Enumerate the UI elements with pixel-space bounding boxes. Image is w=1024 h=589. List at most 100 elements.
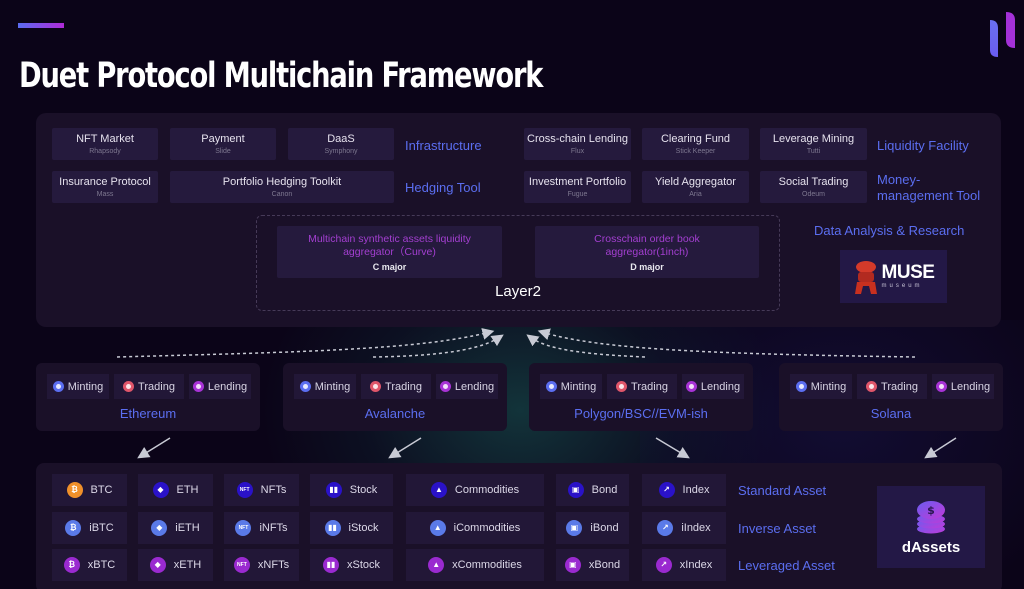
feature-pill-trading: Trading: [857, 374, 927, 399]
feature-label: Minting: [314, 380, 351, 393]
commodities-icon: ▲: [430, 482, 447, 498]
card-title: Insurance Protocol: [59, 176, 151, 188]
index-icon: ↗: [657, 520, 674, 536]
nft-icon: NFT: [233, 557, 250, 573]
card-title: Cross-chain Lending: [527, 133, 628, 145]
ethereum-icon: ◆: [149, 557, 166, 573]
minting-icon: [545, 381, 557, 392]
card-codename: Symphony: [324, 148, 358, 155]
feature-pill-minting: Minting: [790, 374, 852, 399]
card-title: Clearing Fund: [660, 133, 731, 145]
card-codename: Slide: [215, 148, 231, 155]
asset-label: Stock: [349, 484, 378, 496]
card-multichain-aggregator: Multichain synthetic assets liquidity ag…: [277, 226, 502, 278]
trading-icon: [616, 381, 628, 392]
asset-label: iCommodities: [453, 522, 521, 534]
asset-cell-infts: NFT iNFTs: [224, 512, 299, 544]
nft-icon: NFT: [235, 520, 252, 536]
feature-pill-lending: Lending: [436, 374, 498, 399]
card-title: NFT Market: [76, 133, 134, 145]
trading-icon: [866, 381, 878, 392]
chain-name: Ethereum: [119, 406, 177, 421]
card-codename: Stick Keeper: [675, 148, 716, 155]
asset-cell-xcommodities: ▲xCommodities: [406, 549, 544, 581]
card-cross-chain-lending: Cross-chain Lending Flux: [524, 128, 631, 160]
card-title: Multichain synthetic assets liquidity ag…: [308, 232, 471, 258]
card-title: Yield Aggregator: [655, 176, 736, 188]
card-yield-aggregator: Yield Aggregator Aria: [642, 171, 749, 203]
card-title: Leverage Mining: [772, 133, 855, 145]
commodities-icon: ▲: [429, 520, 446, 536]
asset-label: BTC: [90, 484, 113, 496]
arrow-polygon-to-assets: [655, 437, 690, 459]
arrow-ethereum-to-layer2: [116, 328, 495, 358]
coin-stack-icon: $: [917, 500, 945, 533]
card-daas: DaaS Symphony: [288, 128, 394, 160]
lending-icon: [439, 381, 451, 392]
arrow-ethereum-to-assets: [137, 437, 171, 459]
asset-label: iBond: [590, 522, 619, 534]
card-codename: Flux: [570, 148, 585, 155]
asset-cell-stock: ▮▮ Stock: [310, 474, 393, 506]
asset-cell-iindex: ↗iIndex: [642, 512, 726, 544]
label-money-management-tool: Money- management Tool: [877, 172, 980, 204]
asset-label: iNFTs: [259, 522, 288, 534]
minting-icon: [52, 381, 64, 392]
stock-icon: ▮▮: [325, 482, 342, 498]
index-icon: ↗: [658, 482, 675, 498]
card-portfolio-hedging-toolkit: Portfolio Hedging Toolkit Canon: [170, 171, 394, 203]
feature-pill-lending: Lending: [189, 374, 251, 399]
card-title: Social Trading: [778, 176, 849, 188]
asset-label: xIndex: [679, 559, 713, 571]
asset-cell-index: ↗ Index: [642, 474, 726, 506]
minting-icon: [299, 381, 311, 392]
asset-cell-btc: ₿BTC: [52, 474, 127, 506]
arrow-avalanche-to-assets: [388, 437, 422, 459]
accent-bar: [18, 23, 64, 28]
card-title: Investment Portfolio: [528, 176, 627, 188]
label-standard-asset: Standard Asset: [738, 483, 827, 498]
bond-icon: ▣: [567, 482, 584, 498]
card-title: Portfolio Hedging Toolkit: [222, 176, 342, 188]
chain-name: Solana: [870, 406, 912, 421]
label-line: Money-: [877, 172, 921, 187]
dassets-label: dAssets: [901, 538, 961, 556]
muse-bust-icon: [854, 260, 877, 294]
card-title: Crosschain order book aggregator(1inch): [594, 232, 700, 258]
trading-icon: [123, 381, 135, 392]
chain-name: Polygon/BSC//EVM-ish: [574, 406, 708, 421]
card-crosschain-orderbook: Crosschain order book aggregator(1inch) …: [535, 226, 759, 278]
lending-icon: [935, 381, 947, 392]
ethereum-icon: ◆: [151, 520, 168, 536]
card-investment-portfolio: Investment Portfolio Fugue: [524, 171, 631, 203]
bond-icon: ▣: [564, 557, 581, 573]
asset-cell-xstock: ▮▮xStock: [310, 549, 393, 581]
feature-label: Lending: [454, 380, 495, 393]
card-codename: Mass: [96, 191, 114, 198]
feature-label: Lending: [700, 380, 741, 393]
asset-cell-istock: ▮▮iStock: [310, 512, 393, 544]
minting-icon: [795, 381, 807, 392]
asset-cell-xbtc: ₿ xBTC: [52, 549, 127, 581]
arrow-solana-to-layer2: [537, 328, 916, 358]
bitcoin-icon: ₿: [63, 557, 80, 573]
feature-label: Trading: [138, 380, 175, 393]
asset-label: Index: [682, 484, 710, 496]
feature-pill-trading: Trading: [361, 374, 431, 399]
card-codename: Canon: [271, 191, 293, 198]
svg-text:$: $: [927, 504, 935, 517]
feature-pill-lending: Lending: [932, 374, 994, 399]
card-leverage-mining: Leverage Mining Tutti: [760, 128, 867, 160]
card-codename: C major: [372, 261, 407, 272]
label-data-analysis: Data Analysis & Research: [814, 223, 965, 238]
chain-name: Avalanche: [364, 406, 426, 421]
commodities-icon: ▲: [428, 557, 445, 573]
layer2-dashed-border: [256, 215, 780, 311]
layer2-label: Layer2: [495, 283, 541, 300]
asset-label: xBTC: [87, 559, 116, 571]
asset-cell-ieth: ◆iETH: [138, 512, 213, 544]
